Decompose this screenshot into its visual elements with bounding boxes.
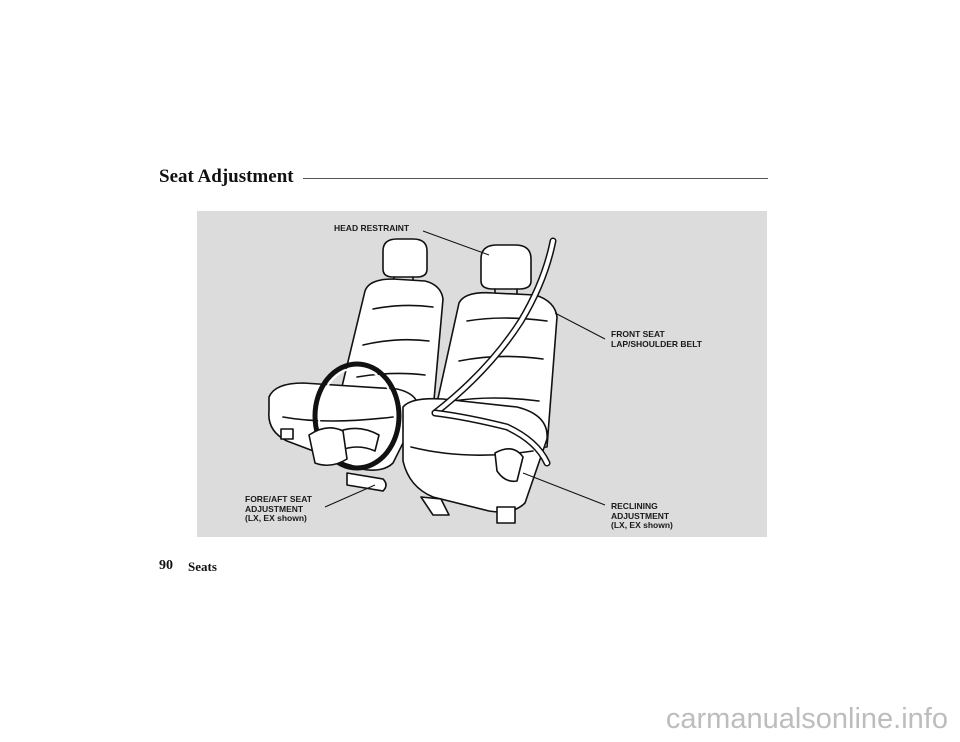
seat-drawing (268, 230, 606, 524)
recline-lever (494, 448, 524, 483)
section-name: Seats (188, 559, 217, 574)
page-number: 90 (159, 558, 173, 573)
left-seatback (338, 278, 444, 422)
reclining-leader (522, 472, 606, 506)
right-headrest (480, 244, 532, 290)
label-reclining-adjustment: RECLINING ADJUSTMENT (LX, EX shown) (611, 501, 673, 530)
steering-wheel (312, 361, 402, 471)
fore-aft-leader (324, 484, 376, 508)
page-title: Seat Adjustment (159, 166, 294, 187)
seat-illustration: HEAD RESTRAINT FRONT SEAT LAP/SHOULDER B… (197, 211, 767, 537)
head-restraint-leader (422, 230, 490, 256)
title-rule (303, 178, 768, 179)
left-headrest (382, 238, 428, 278)
belt-leader (554, 312, 606, 340)
label-seat-belt: FRONT SEAT LAP/SHOULDER BELT (611, 329, 702, 349)
watermark: carmanualsonline.info (665, 703, 948, 735)
label-fore-aft-adjustment: FORE/AFT SEAT ADJUSTMENT (LX, EX shown) (245, 494, 312, 523)
left-cushion (268, 382, 419, 471)
fore-aft-lever (346, 472, 387, 492)
label-head-restraint: HEAD RESTRAINT (334, 223, 410, 233)
